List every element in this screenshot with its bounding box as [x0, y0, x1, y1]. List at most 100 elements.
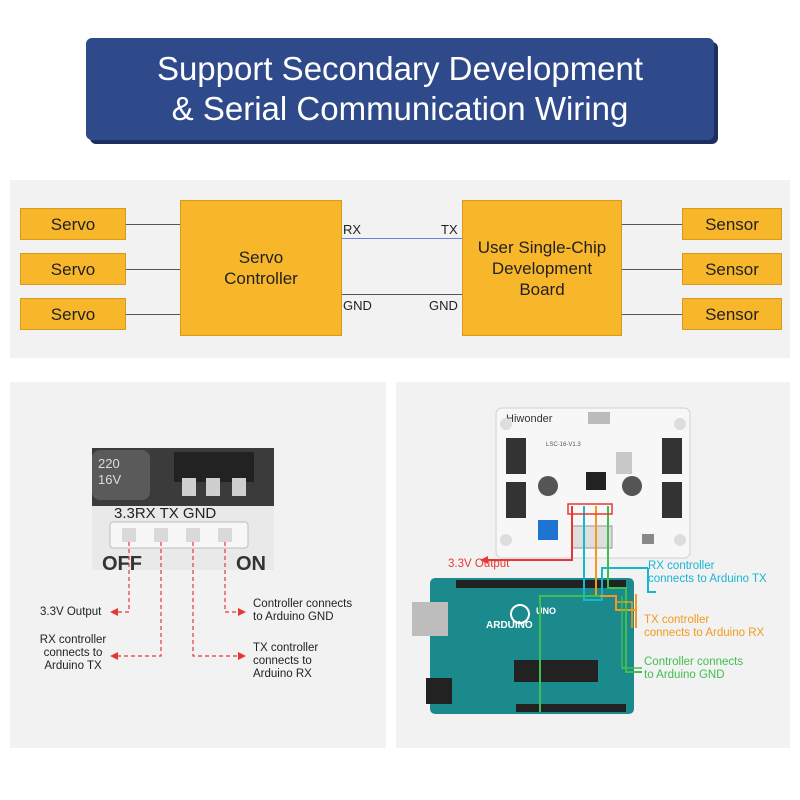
servo-header-right-bottom	[662, 482, 682, 518]
title-line-2: & Serial Communication Wiring	[171, 90, 629, 127]
sensor-line-3	[622, 314, 682, 315]
wire-rx-riser	[647, 568, 656, 593]
arduino-logo-icon	[510, 604, 530, 624]
board-label-2: Development	[491, 258, 593, 278]
development-board-box: User Single-Chip Development Board	[462, 200, 622, 336]
brand-label: Hiwonder	[506, 413, 553, 425]
closeup-gnd-line-1: Controller connects	[253, 598, 353, 610]
mount-hole-2	[674, 418, 686, 430]
connector-pin-1	[122, 528, 136, 542]
tx-label: TX	[441, 222, 458, 237]
sensor-box-1: Sensor	[682, 208, 782, 240]
sensor-line-1	[622, 224, 682, 225]
controller-label-1: Servo	[238, 248, 284, 267]
wiring-output-label: 3.3V Output	[448, 558, 510, 570]
rx-label: RX	[343, 222, 362, 237]
capacitor	[92, 450, 150, 500]
arduino-mcu	[514, 660, 598, 682]
capacitor-text-1: 220	[98, 456, 120, 471]
header-pin-labels: 3.3RX TX GND	[114, 505, 216, 522]
wiring-gnd-line-2: to Arduino GND	[644, 669, 725, 681]
servo-box-2: Servo	[20, 253, 126, 285]
closeup-tx-line-2: connects to	[253, 655, 312, 667]
wire-3v3-red	[486, 506, 573, 561]
connector-pin-2	[154, 528, 168, 542]
closeup-tx-line-3: Arduino RX	[253, 668, 312, 680]
connector-closeup-illustration: 220 16V 3.3RX TX GND OFF ON	[92, 448, 274, 660]
arduino-power-jack	[426, 678, 452, 704]
rx-tx-line	[342, 238, 462, 239]
wire-gnd-riser	[625, 668, 642, 673]
servo-line-3	[126, 314, 180, 315]
mount-hole-3	[500, 534, 512, 546]
usb-port	[588, 412, 610, 424]
wiring-gnd-label: Controller connects to Arduino GND	[644, 656, 743, 682]
sensor-box-3: Sensor	[682, 298, 782, 330]
servo-controller-box: Servo Controller	[180, 200, 342, 336]
board-model-label: LSC-16-V1.3	[546, 442, 581, 448]
arduino-usb-port	[412, 602, 448, 636]
servo-box-1: Servo	[20, 208, 126, 240]
gnd-line	[342, 294, 462, 295]
wire-rx-cyan	[583, 506, 648, 601]
reset-button	[642, 534, 654, 544]
connector-pin-3	[186, 528, 200, 542]
regulator-pin-1	[182, 478, 196, 496]
capacitor-2	[622, 476, 642, 496]
title-banner: Support Secondary Development & Serial C…	[86, 38, 714, 140]
regulator	[586, 472, 606, 490]
gnd-leader	[621, 596, 642, 669]
switch-off-label: OFF	[102, 553, 142, 575]
regulator-pin-3	[232, 478, 246, 496]
wire-gnd-arduino	[539, 595, 600, 712]
board-label-3: Board	[519, 279, 565, 299]
arduino-analog-header	[516, 704, 626, 712]
connector-highlight	[567, 503, 613, 515]
power-switch	[571, 525, 613, 549]
closeup-gnd-label: Controller connects to Arduino GND	[253, 598, 352, 624]
closeup-tx-label: TX controller connects to Arduino RX	[253, 642, 318, 681]
gnd-label-right: GND	[429, 298, 458, 313]
closeup-rx-line-3: Arduino TX	[44, 660, 102, 672]
gnd-label-left: GND	[343, 298, 372, 313]
mount-hole-1	[500, 418, 512, 430]
wiring-illustration: Hiwonder LSC-16-V1.3 ARDUINO UNO	[412, 407, 691, 714]
arduino-digital-header	[456, 580, 626, 588]
wiring-tx-label: TX controller connects to Arduino RX	[644, 614, 764, 640]
servo-box-3: Servo	[20, 298, 126, 330]
closeup-rx-line-2: connects to	[43, 647, 103, 659]
board-label-1: User Single-Chip	[477, 237, 607, 257]
serial-connector	[109, 521, 249, 549]
wiring-tx-line-1: TX controller	[644, 614, 710, 626]
wiring-tx-line-2: connects to Arduino RX	[644, 627, 765, 639]
output-arrowhead	[480, 556, 488, 564]
regulator-pin-2	[206, 478, 220, 496]
mount-hole-4	[674, 534, 686, 546]
wiring-panel: Hiwonder LSC-16-V1.3 ARDUINO UNO	[396, 382, 790, 748]
sensor-line-2	[622, 269, 682, 270]
connector-closeup-panel: 220 16V 3.3RX TX GND OFF ON 3.3	[10, 382, 386, 748]
capacitor-1	[538, 476, 558, 496]
servo-line-1	[126, 224, 180, 225]
servo-header-left-bottom	[506, 482, 526, 518]
arduino-uno-label: UNO	[536, 606, 556, 616]
arduino-label: ARDUINO	[486, 620, 533, 631]
servo-header-left-top	[506, 438, 526, 474]
wiring-rx-line-2: connects to Arduino TX	[648, 573, 767, 585]
closeup-rx-label: RX controller connects to Arduino TX	[36, 634, 110, 673]
servo-line-2	[126, 269, 180, 270]
closeup-rx-line-1: RX controller	[39, 634, 107, 646]
closeup-arrowheads	[110, 608, 246, 660]
closeup-leader-lines	[118, 542, 238, 657]
closeup-output-label: 3.3V Output	[40, 606, 102, 618]
arduino-board	[430, 578, 634, 714]
controller-label-2: Controller	[224, 269, 298, 288]
capacitor-text-2: 16V	[98, 472, 121, 487]
wiring-gnd-line-1: Controller connects	[644, 656, 744, 668]
voltage-regulator	[174, 452, 254, 482]
power-terminal	[538, 520, 558, 540]
switch-on-label: ON	[236, 553, 266, 575]
wiring-rx-label: RX controller connects to Arduino TX	[648, 560, 767, 586]
title-line-1: Support Secondary Development	[156, 50, 644, 87]
closeup-tx-line-1: TX controller	[253, 642, 319, 654]
